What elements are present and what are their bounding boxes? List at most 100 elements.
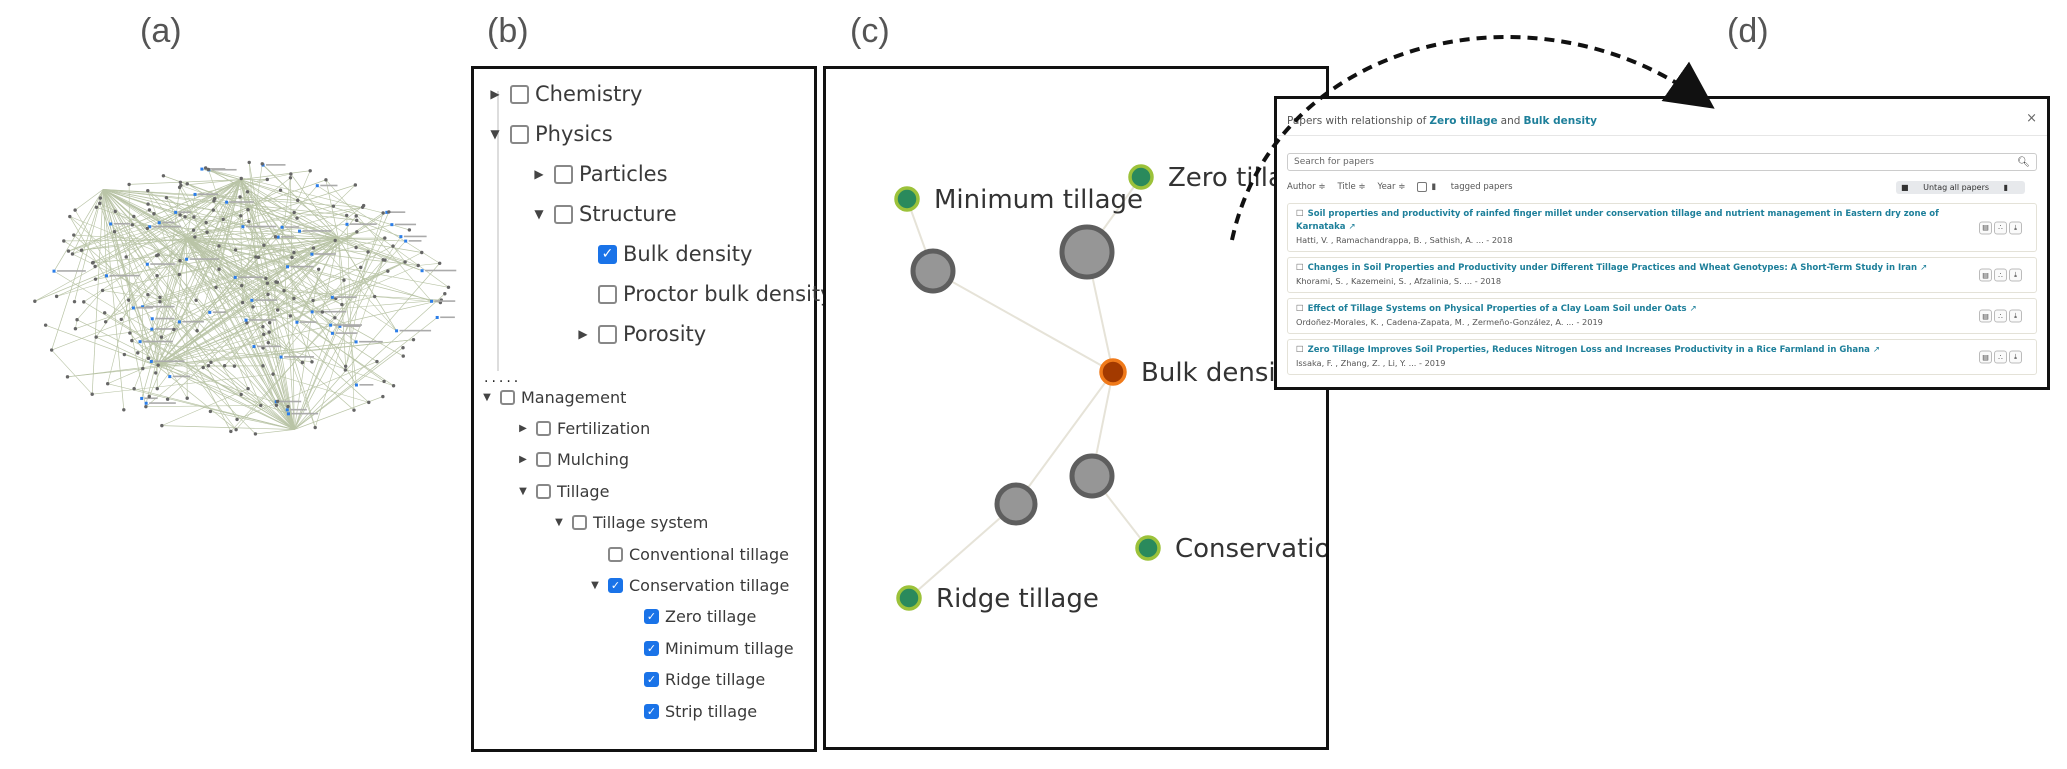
network-term-node[interactable] — [298, 229, 302, 233]
network-node[interactable] — [172, 327, 176, 332]
network-node[interactable] — [158, 300, 162, 304]
network-node[interactable] — [217, 244, 221, 248]
network-term-node[interactable] — [310, 310, 314, 314]
caret-right-icon[interactable]: ▶ — [519, 454, 527, 466]
tree-checkbox[interactable] — [500, 389, 515, 405]
network-node[interactable] — [147, 208, 152, 212]
network-term-node[interactable] — [280, 225, 284, 229]
network-node[interactable] — [266, 292, 270, 297]
network-node[interactable] — [212, 199, 216, 203]
network-node[interactable] — [288, 176, 293, 180]
network-node[interactable] — [282, 288, 286, 293]
network-node[interactable] — [156, 363, 160, 367]
network-term-node[interactable] — [390, 223, 394, 227]
network-term-node[interactable] — [150, 327, 154, 331]
network-node[interactable] — [387, 210, 391, 214]
document-icon[interactable]: ▤ — [1979, 309, 1992, 323]
network-node[interactable] — [313, 425, 317, 430]
network-node[interactable] — [366, 250, 370, 254]
network-node[interactable] — [72, 233, 76, 237]
network-node[interactable] — [278, 188, 283, 192]
network-node[interactable] — [155, 274, 159, 278]
network-node[interactable] — [331, 204, 336, 208]
network-term-node[interactable] — [430, 299, 434, 303]
network-node[interactable] — [292, 296, 296, 301]
bookmark-outline-icon[interactable]: ☐ — [1296, 304, 1304, 314]
tree-checkbox[interactable]: ✓ — [644, 609, 659, 625]
network-node[interactable] — [235, 417, 239, 422]
network-node[interactable] — [54, 294, 59, 299]
network-node[interactable] — [102, 311, 107, 315]
network-node[interactable] — [146, 356, 151, 361]
network-node[interactable] — [177, 272, 182, 277]
network-term-node[interactable] — [435, 315, 439, 319]
tree-node-proctor-bulk-density[interactable]: Proctor bulk density — [598, 279, 833, 309]
network-term-node[interactable] — [330, 295, 334, 299]
tree-node-particles[interactable]: ▶Particles — [532, 159, 667, 189]
network-term-node[interactable] — [252, 345, 256, 349]
network-term-node[interactable] — [329, 323, 333, 327]
network-node[interactable] — [232, 364, 237, 368]
network-node[interactable] — [201, 365, 205, 370]
network-node[interactable] — [290, 255, 294, 260]
tree-node-porosity[interactable]: ▶Porosity — [576, 319, 706, 349]
network-node[interactable] — [164, 195, 169, 200]
network-node[interactable] — [295, 216, 299, 220]
network-node[interactable] — [401, 345, 405, 350]
tree-node-conventional-tillage[interactable]: Conventional tillage — [608, 542, 789, 566]
network-node[interactable] — [217, 267, 221, 271]
network-node[interactable] — [206, 167, 211, 172]
network-node[interactable] — [222, 364, 227, 368]
network-node[interactable] — [239, 392, 243, 397]
network-node[interactable] — [154, 371, 158, 375]
network-node[interactable] — [416, 263, 420, 268]
graph-icon[interactable]: ∴ — [1994, 268, 2007, 282]
network-node[interactable] — [296, 198, 300, 203]
tree-checkbox[interactable] — [598, 324, 617, 344]
paper-link-node[interactable] — [1059, 224, 1115, 280]
network-node[interactable] — [403, 260, 407, 264]
network-node[interactable] — [267, 320, 272, 325]
network-term-node[interactable] — [168, 375, 172, 379]
network-node[interactable] — [146, 188, 150, 193]
network-node[interactable] — [247, 160, 251, 165]
external-link-icon[interactable]: ↗ — [1689, 304, 1697, 314]
network-node[interactable] — [103, 320, 108, 324]
network-node[interactable] — [381, 211, 385, 215]
network-term-node[interactable] — [200, 167, 204, 171]
network-node[interactable] — [165, 397, 170, 401]
network-node[interactable] — [161, 174, 166, 178]
network-node[interactable] — [127, 182, 131, 187]
tree-checkbox[interactable]: ✓ — [608, 577, 623, 593]
network-node[interactable] — [324, 178, 328, 182]
network-node[interactable] — [179, 183, 183, 188]
tree-node-mulching[interactable]: ▶Mulching — [516, 448, 629, 472]
tagged-papers-filter[interactable]: ▮ tagged papers — [1417, 181, 1524, 192]
network-node[interactable] — [311, 246, 316, 250]
tree-node-zero-tillage[interactable]: ✓Zero tillage — [644, 605, 756, 629]
search-icon[interactable]: 🔍︎ — [2017, 156, 2030, 168]
tree-node-bulk-density[interactable]: ✓Bulk density — [598, 239, 752, 269]
network-term-node[interactable] — [148, 225, 152, 229]
network-node[interactable] — [300, 360, 305, 365]
network-node[interactable] — [75, 318, 79, 322]
network-node[interactable] — [240, 300, 245, 305]
search-input[interactable]: Search for papers 🔍︎ — [1287, 153, 2037, 171]
network-node[interactable] — [259, 403, 263, 408]
concept-node-cons[interactable] — [1135, 535, 1161, 561]
network-node[interactable] — [146, 292, 150, 297]
tree-node-ridge-tillage[interactable]: ✓Ridge tillage — [644, 668, 765, 692]
tree-checkbox[interactable]: ✓ — [598, 244, 617, 264]
network-term-node[interactable] — [177, 320, 181, 324]
network-node[interactable] — [214, 285, 218, 290]
network-node[interactable] — [91, 260, 95, 265]
network-node[interactable] — [286, 404, 290, 409]
sort-author-button[interactable]: Author ≑ — [1287, 182, 1326, 192]
network-node[interactable] — [288, 314, 293, 318]
sort-title-button[interactable]: Title ≑ — [1337, 182, 1366, 192]
tree-checkbox[interactable] — [510, 84, 529, 104]
network-node[interactable] — [267, 330, 271, 334]
network-node[interactable] — [446, 285, 451, 289]
tree-checkbox[interactable] — [536, 483, 551, 499]
bookmark-outline-icon[interactable]: ☐ — [1296, 345, 1304, 355]
